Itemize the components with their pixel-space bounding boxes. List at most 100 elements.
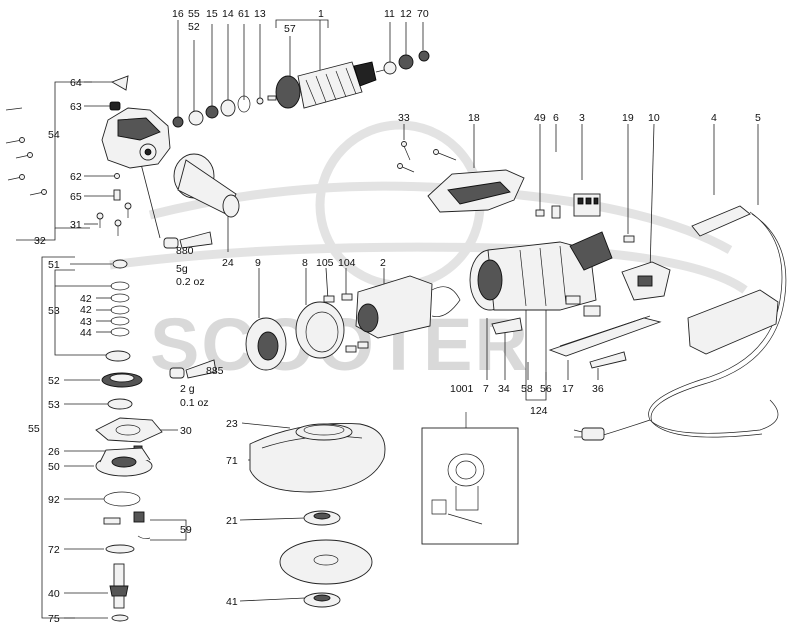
handle-cover-shape [687,289,779,355]
part-15-shape [205,105,219,119]
fan-9-shape [245,317,287,371]
callout-63: 63 [70,101,82,113]
callout-15: 15 [206,8,218,20]
part-70-shape [418,50,430,62]
callout-4: 4 [711,112,717,124]
grease-1-ounces: 0.2 oz [176,276,205,288]
part-13-shape [256,97,264,105]
callout-1: 1 [318,8,324,20]
switch-rod-17-shape [548,315,662,357]
callout-43: 43 [80,316,92,328]
callout-64: 64 [70,77,82,89]
housing-cover-18-shape [427,169,525,213]
callout-56: 56 [540,383,552,395]
callout-52-lower: 52 [48,375,60,387]
callout-70: 70 [417,8,429,20]
part-36-shape [589,351,627,369]
part-105-shape [323,295,335,303]
wheel-guard-71-shape [249,423,386,493]
callout-5: 5 [755,112,761,124]
part-53-lower-shape [107,398,133,410]
grease-tube-880-shape [163,231,213,249]
callout-19: 19 [622,112,634,124]
screws-33 [397,141,457,173]
parts [5,50,787,622]
electronic-module-10-shape [621,261,671,301]
grease-2-grams: 2 g [180,383,195,395]
part-105b-shape [357,341,369,349]
part-62-shape [114,173,120,179]
part-58-shape [583,305,601,317]
callout-52-top: 52 [188,21,200,33]
part-104b-shape [345,345,357,353]
callout-8: 8 [302,257,308,269]
callout-53-lower: 53 [48,399,60,411]
part-64-shape [110,75,129,91]
callout-31: 31 [70,219,82,231]
callout-23: 23 [226,418,238,430]
part-59-shape [103,511,151,540]
callout-2: 2 [380,257,386,269]
callout-30: 30 [180,425,192,437]
callout-1001: 1001 [450,383,474,395]
callout-65: 65 [70,191,82,203]
callout-16: 16 [172,8,184,20]
part-65-shape [113,189,121,201]
callout-21: 21 [226,515,238,527]
callout-14: 14 [222,8,234,20]
callout-9: 9 [255,257,261,269]
washer-72-shape [105,544,135,554]
callout-58: 58 [521,383,533,395]
callout-54: 54 [48,129,60,141]
part-63-shape [109,101,121,111]
clamping-nut-41-shape [303,592,341,608]
callout-10: 10 [648,112,660,124]
spindle-40-shape [109,563,129,609]
callout-40: 40 [48,588,60,600]
callout-53-upper: 53 [48,305,60,317]
callout-6: 6 [553,112,559,124]
callout-42-first: 42 [80,293,92,305]
part-12-shape [398,54,414,70]
callout-885: 885 [206,365,224,377]
gear-housing-54-shape [101,107,171,169]
part-16-shape [172,116,184,128]
side-handle-24-shape [173,153,240,218]
part-52-top-shape [188,110,204,126]
callout-24: 24 [222,257,234,269]
callout-42-second: 42 [80,304,92,316]
callout-92: 92 [48,494,60,506]
callout-50: 50 [48,461,60,473]
bevel-gear-52-shape [101,372,143,388]
power-cable-5-shape [573,205,787,441]
callout-3: 3 [579,112,585,124]
callout-71: 71 [226,455,238,467]
grease-2-ounces: 0.1 oz [180,397,209,409]
flange-21-shape [303,510,341,526]
part-6-shape [551,205,561,219]
callout-13: 13 [254,8,266,20]
callout-18: 18 [468,112,480,124]
callout-41: 41 [226,596,238,608]
grease-1-grams: 5g [176,263,188,275]
part-61-shape [237,95,251,113]
part-34-shape [491,317,523,335]
callout-44: 44 [80,327,92,339]
leader-lines [16,19,759,619]
callout-11: 11 [384,8,395,20]
part-49-shape [535,209,545,217]
callout-34: 34 [498,383,510,395]
callout-12: 12 [400,8,412,20]
air-guide-8-shape [295,301,345,359]
part-19-shape [623,235,635,243]
callout-75: 75 [48,613,60,625]
callout-7: 7 [483,383,489,395]
callout-36: 36 [592,383,604,395]
motor-housing-7-shape [469,241,597,311]
o-ring-92-shape [103,491,141,507]
callout-72: 72 [48,544,60,556]
grease-tube-885-shape [169,359,217,379]
callout-880: 880 [176,245,194,257]
